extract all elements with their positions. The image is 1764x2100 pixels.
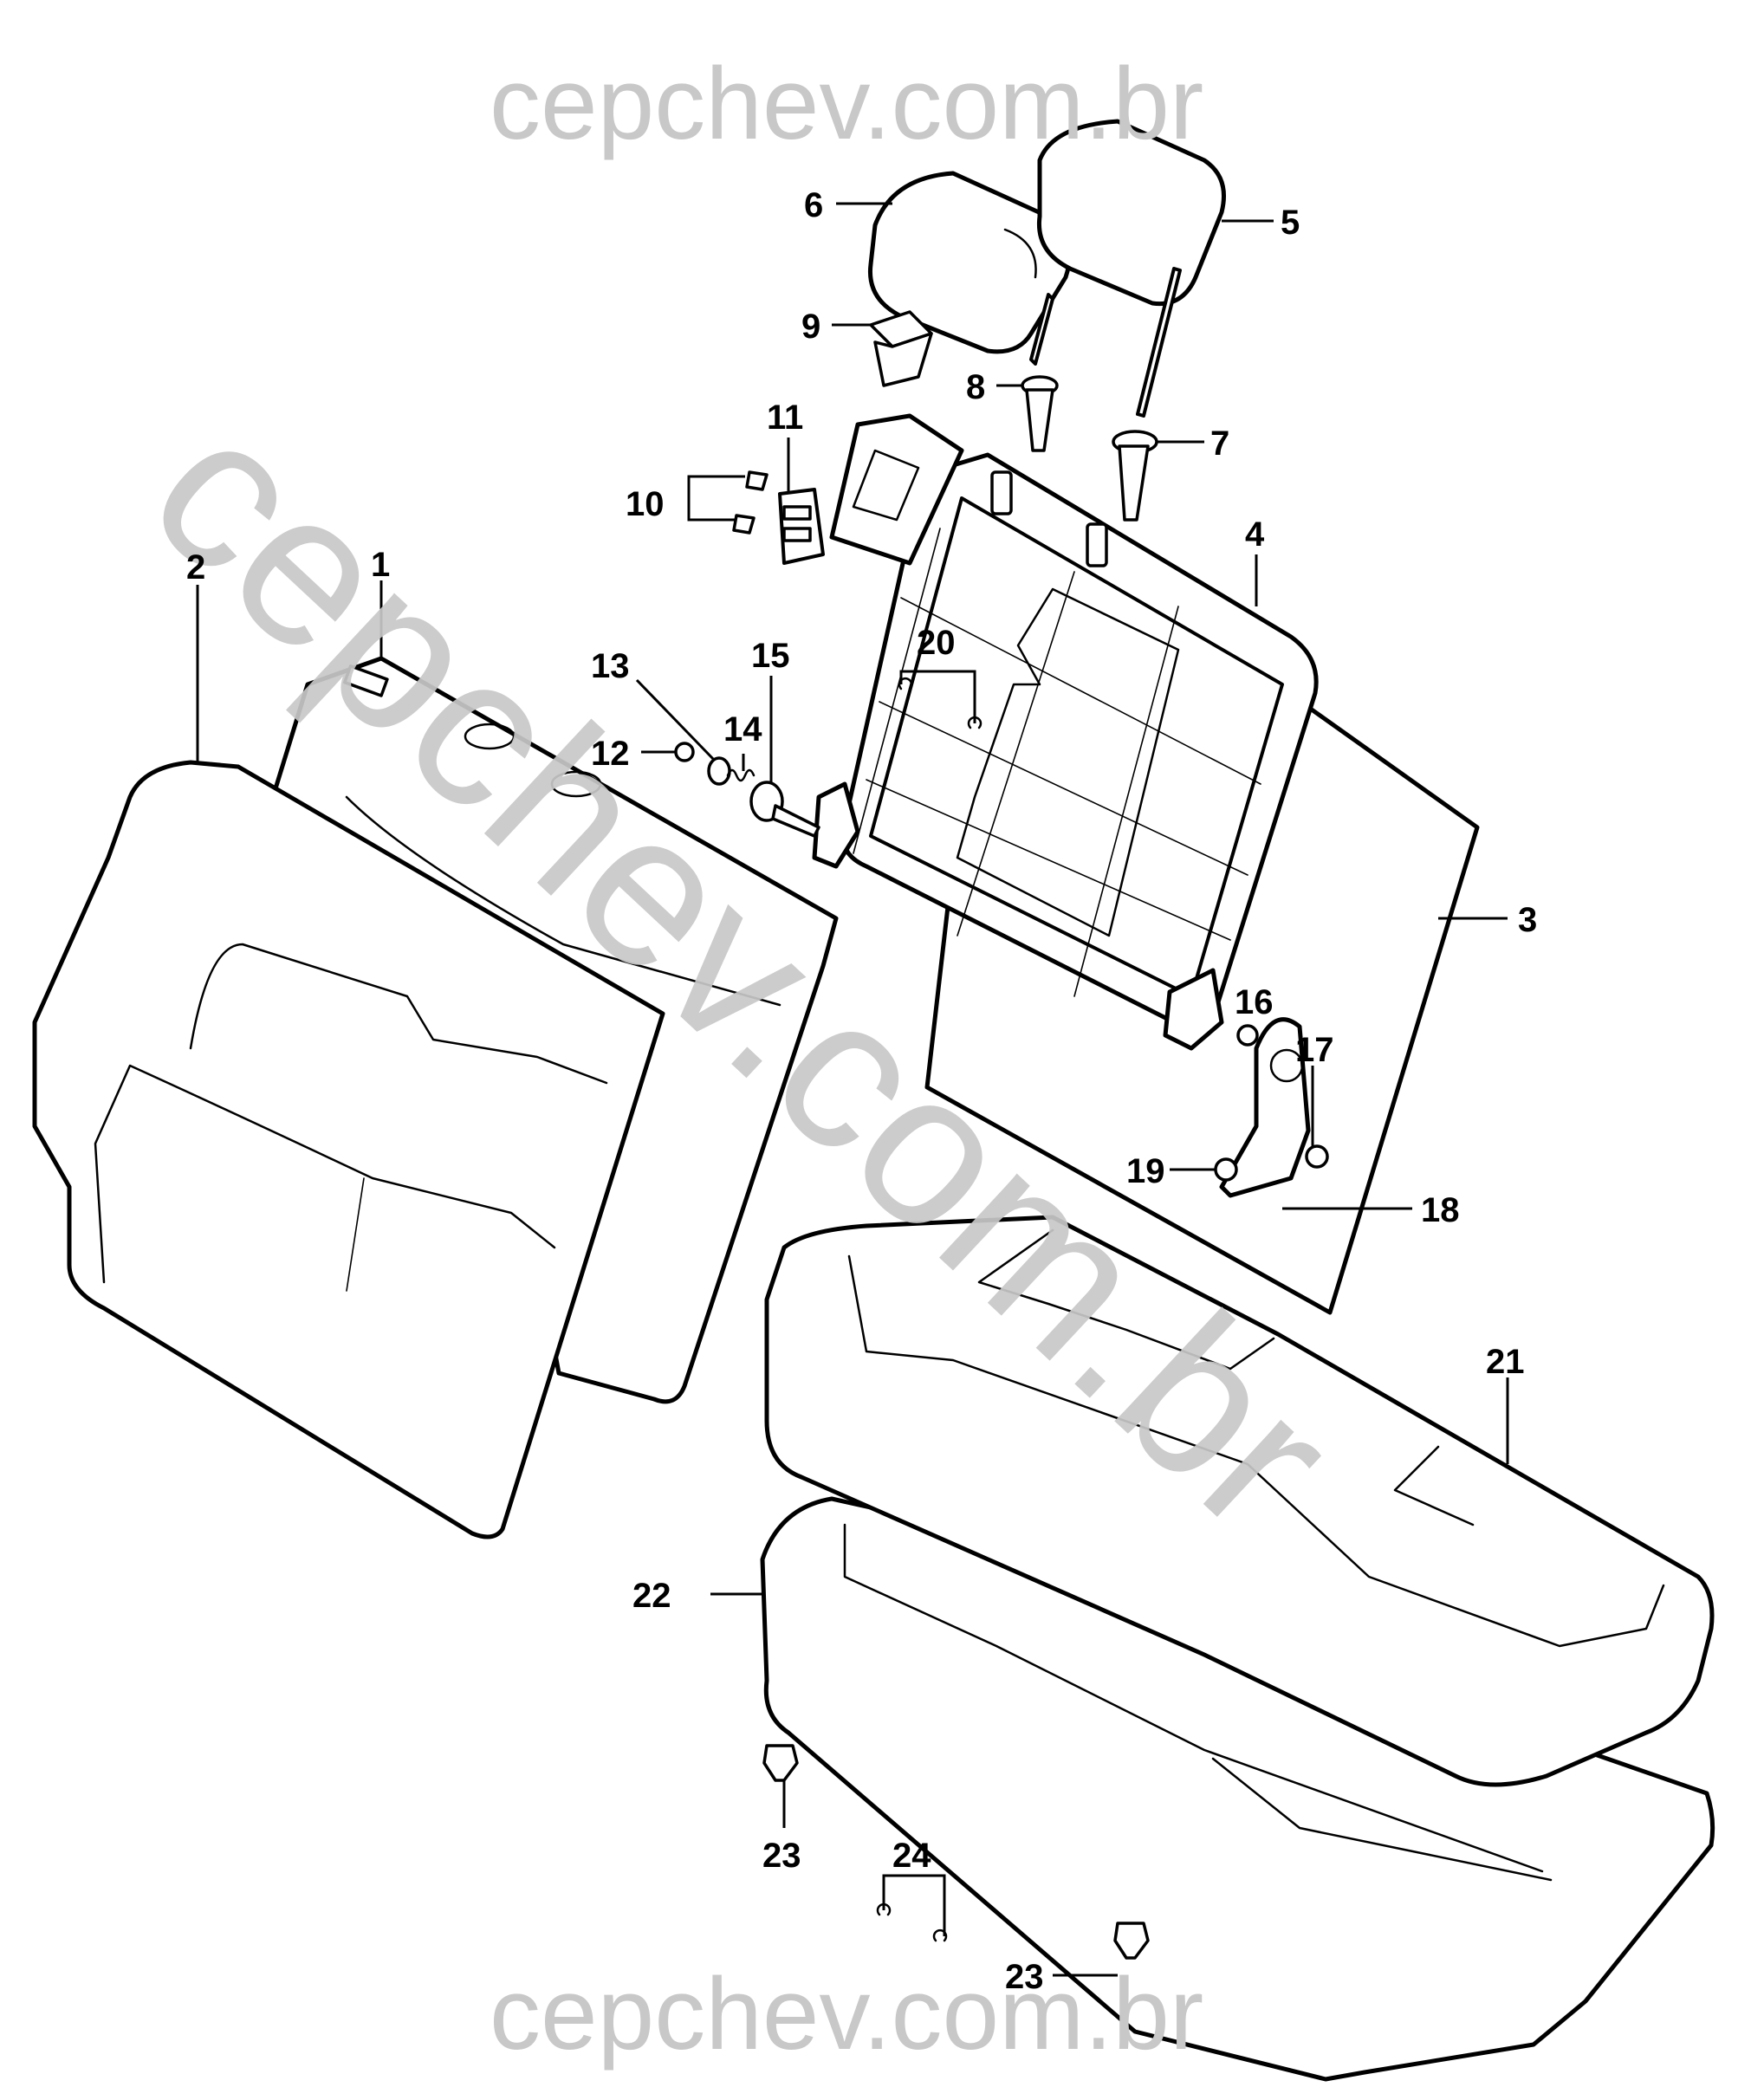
part-14-spring bbox=[726, 768, 756, 782]
part-15-bushing bbox=[749, 781, 820, 838]
callout-14: 14 bbox=[723, 710, 762, 749]
part-19-nut bbox=[1214, 1157, 1238, 1182]
leader-lines bbox=[196, 202, 1509, 1977]
callout-23-lower: 23 bbox=[1005, 1958, 1044, 1996]
part-16-bushing bbox=[1236, 1024, 1259, 1047]
part-9-bezel bbox=[869, 310, 933, 387]
callout-22: 22 bbox=[632, 1577, 671, 1615]
callout-9: 9 bbox=[801, 308, 820, 346]
callout-21: 21 bbox=[1486, 1343, 1525, 1381]
callout-7: 7 bbox=[1210, 425, 1229, 463]
part-17-nut bbox=[1305, 1144, 1329, 1169]
callout-5: 5 bbox=[1281, 204, 1300, 242]
part-6-headrest bbox=[867, 171, 1072, 366]
part-23-clip-lower bbox=[1113, 1922, 1150, 1960]
callout-6: 6 bbox=[804, 186, 823, 224]
part-21-seat-cushion bbox=[764, 1215, 1715, 1787]
callout-16: 16 bbox=[1235, 983, 1274, 1021]
callout-23-upper: 23 bbox=[762, 1837, 801, 1875]
callout-13: 13 bbox=[591, 647, 630, 685]
callout-18: 18 bbox=[1421, 1191, 1460, 1229]
part-24-hog-rings bbox=[876, 1902, 948, 1942]
part-2-seatback-front bbox=[32, 760, 665, 1539]
callout-12: 12 bbox=[591, 735, 630, 773]
part-22-seat-pad bbox=[760, 1496, 1715, 2082]
part-7-guide-sleeve bbox=[1112, 430, 1158, 522]
part-10-bolts bbox=[732, 470, 769, 535]
callout-1: 1 bbox=[371, 546, 390, 584]
callout-2: 2 bbox=[186, 548, 205, 587]
watermark-bottom: cepchev.com.br bbox=[490, 1957, 1203, 2071]
part-18-bracket bbox=[1219, 1017, 1311, 1198]
callout-3: 3 bbox=[1518, 901, 1537, 939]
callout-17: 17 bbox=[1295, 1031, 1334, 1069]
callout-19: 19 bbox=[1126, 1152, 1165, 1190]
callout-15: 15 bbox=[751, 637, 790, 675]
callout-8: 8 bbox=[966, 368, 985, 406]
watermark-top: cepchev.com.br bbox=[490, 47, 1203, 161]
part-4-seat-frame bbox=[812, 452, 1319, 1051]
callout-10: 10 bbox=[626, 485, 665, 523]
callout-20: 20 bbox=[917, 624, 956, 662]
part-11-latch bbox=[778, 413, 964, 566]
part-23-clip-upper bbox=[762, 1744, 799, 1782]
part-8-guide-sleeve bbox=[1021, 375, 1059, 452]
part-5-headrest bbox=[1036, 119, 1226, 418]
callout-labels: 1 2 3 4 5 6 7 8 9 10 11 12 13 14 15 16 1… bbox=[186, 186, 1537, 1996]
callout-4: 4 bbox=[1245, 515, 1265, 554]
callout-24: 24 bbox=[892, 1837, 931, 1875]
callout-11: 11 bbox=[767, 399, 803, 437]
